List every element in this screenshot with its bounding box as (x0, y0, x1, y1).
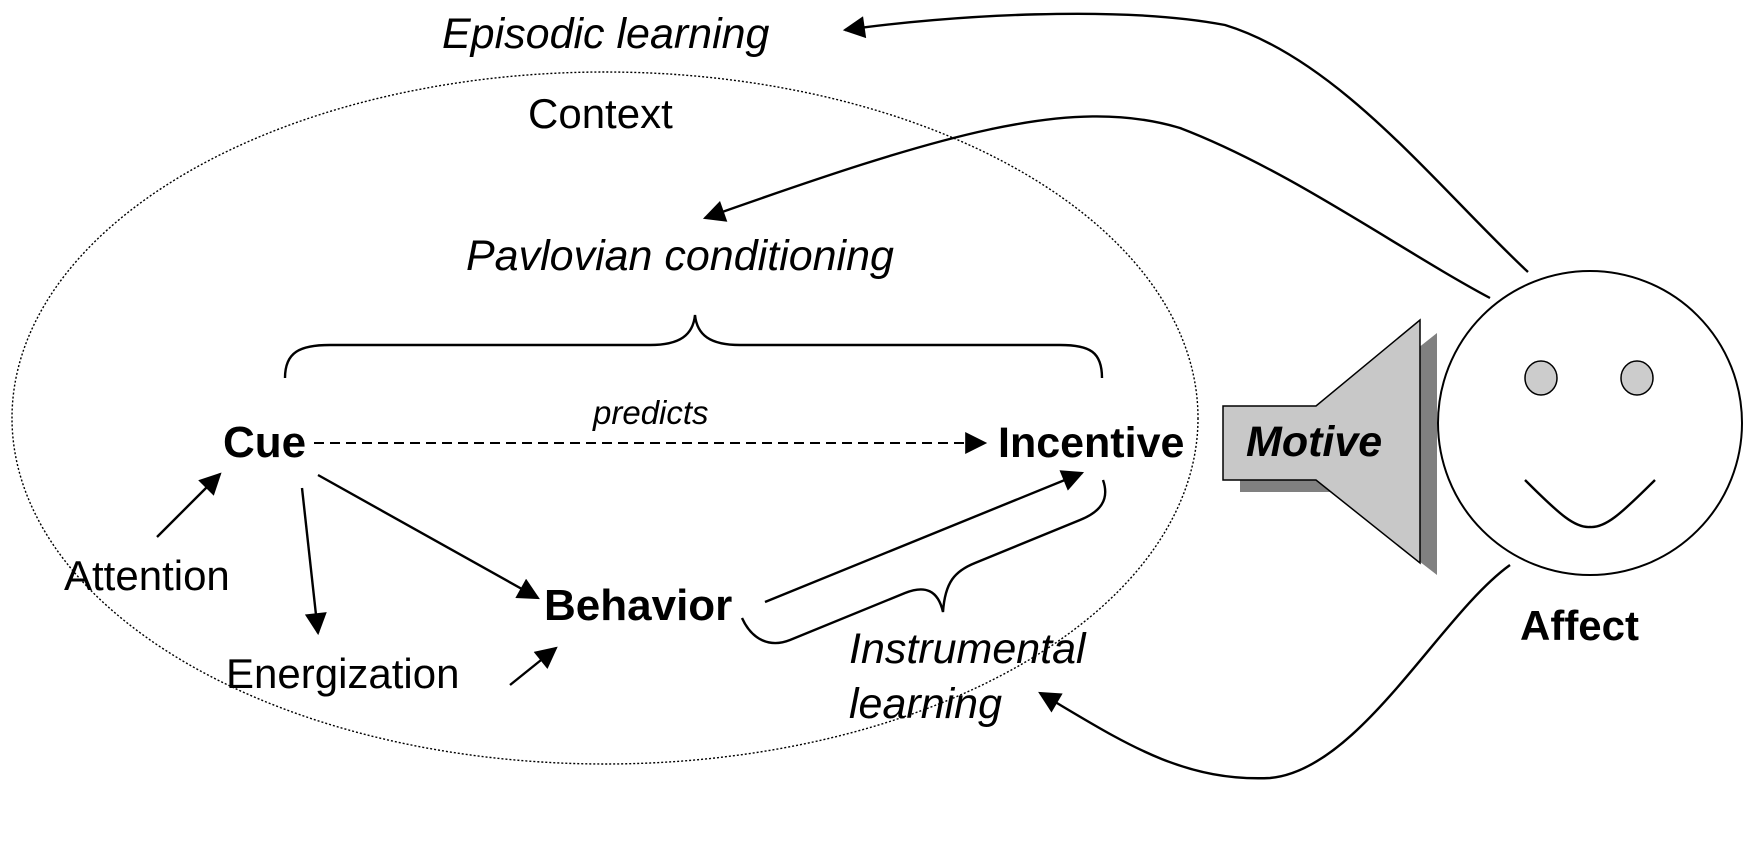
behavior-label: Behavior (544, 581, 732, 630)
episodic-arrow (842, 12, 1529, 273)
behavior-to-incentive-arrow (764, 470, 1085, 604)
pavlovian-conditioning-label: Pavlovian conditioning (466, 232, 894, 280)
megaphone-body (1222, 318, 1421, 565)
cue-label: Cue (223, 418, 306, 467)
cue-to-energization-arrow (300, 487, 327, 636)
attention-label: Attention (64, 552, 230, 599)
pavlovian-arrow (702, 115, 1491, 300)
instrumental-arrow (1038, 564, 1511, 780)
affect-label: Affect (1520, 602, 1639, 649)
face-outline (1437, 270, 1743, 576)
energization-label: Energization (226, 650, 459, 697)
mouth (1524, 479, 1656, 529)
incentive-label: Incentive (998, 419, 1184, 467)
left-eye (1524, 360, 1558, 396)
attention-to-cue-arrow (156, 472, 222, 538)
cue-to-behavior-arrow (317, 473, 540, 600)
predicts-label: predicts (592, 394, 709, 431)
instrumental-brace (740, 479, 1107, 645)
context-ellipse (11, 71, 1199, 765)
instrumental-label-line2: learning (849, 680, 1002, 728)
energization-to-behavior-arrow (509, 646, 558, 686)
right-eye (1620, 360, 1654, 396)
motive-label: Motive (1246, 418, 1382, 466)
smiley-face-icon (1437, 270, 1743, 576)
instrumental-label-line1: Instrumental (849, 625, 1087, 673)
pavlovian-brace (283, 314, 1104, 379)
episodic-learning-label: Episodic learning (442, 10, 770, 58)
megaphone-icon (1222, 318, 1437, 575)
context-label: Context (528, 90, 673, 137)
